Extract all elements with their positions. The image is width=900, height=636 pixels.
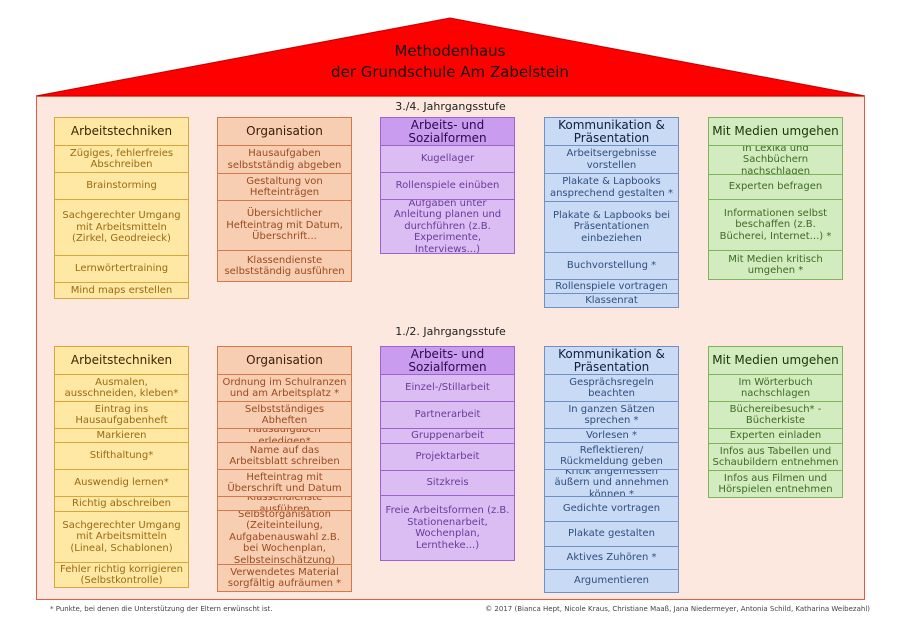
column-organisation-34: Organisation Hausaufgaben selbstständig … xyxy=(217,117,352,282)
method-item: Aktives Zuhören * xyxy=(544,546,679,570)
method-item: Stifthaltung* xyxy=(54,442,189,470)
column-header: Mit Medien umgehen xyxy=(708,117,843,146)
method-item: Informationen selbst beschaffen (z.B. Bü… xyxy=(708,199,843,251)
column-header: Kommunikation & Präsentation xyxy=(544,346,679,375)
column-kommunikation-34: Kommunikation & Präsentation Arbeitserge… xyxy=(544,117,679,308)
level-label-12: 1./2. Jahrgangsstufe xyxy=(395,325,506,338)
column-header: Organisation xyxy=(217,346,352,375)
column-header: Mit Medien umgehen xyxy=(708,346,843,375)
method-item: Verwendetes Material sorgfältig aufräume… xyxy=(217,564,352,592)
level-label-34: 3./4. Jahrgangsstufe xyxy=(395,100,506,113)
method-item: Mit Medien kritisch umgehen * xyxy=(708,250,843,280)
column-header: Arbeitstechniken xyxy=(54,346,189,375)
method-item: Name auf das Arbeitsblatt schreiben xyxy=(217,442,352,470)
method-item: Gedichte vortragen xyxy=(544,496,679,522)
method-item: Gesprächsregeln beachten xyxy=(544,374,679,402)
house-title-line2: der Grundschule Am Zabelstein xyxy=(331,63,569,81)
method-item: Projektarbeit xyxy=(380,443,515,471)
column-arbeits-sozialformen-34: Arbeits- und Sozialformen Kugellager Rol… xyxy=(380,117,515,254)
method-item: Einzel-/Stillarbeit xyxy=(380,374,515,402)
column-arbeits-sozialformen-12: Arbeits- und Sozialformen Einzel-/Stilla… xyxy=(380,346,515,561)
house-title-line1: Methodenhaus xyxy=(394,42,506,60)
method-item: Kritik angemessen äußern und annehmen kö… xyxy=(544,469,679,497)
method-item: Büchereibesuch* - Bücherkiste xyxy=(708,401,843,429)
method-item: Klassenrat xyxy=(544,293,679,308)
method-item: In ganzen Sätzen sprechen * xyxy=(544,401,679,429)
method-item: Infos aus Filmen und Hörspielen entnehme… xyxy=(708,470,843,498)
method-item: Lernwörtertraining xyxy=(54,255,189,283)
method-item: Ordnung im Schulranzen und am Arbeitspla… xyxy=(217,374,352,402)
footer-credits: © 2017 (Bianca Hept, Nicole Kraus, Chris… xyxy=(485,605,870,613)
column-header: Organisation xyxy=(217,117,352,146)
column-header: Arbeits- und Sozialformen xyxy=(380,117,515,146)
column-header: Arbeitstechniken xyxy=(54,117,189,146)
column-medien-34: Mit Medien umgehen In Lexika und Sachbüc… xyxy=(708,117,843,280)
method-item: Übersichtlicher Hefteintrag mit Datum, Ü… xyxy=(217,200,352,251)
method-item: Partnerarbeit xyxy=(380,401,515,429)
method-item: Kugellager xyxy=(380,145,515,173)
method-item: Im Wörterbuch nachschlagen xyxy=(708,374,843,402)
method-item: Ausmalen, ausschneiden, kleben* xyxy=(54,374,189,402)
column-medien-12: Mit Medien umgehen Im Wörterbuch nachsch… xyxy=(708,346,843,498)
column-organisation-12: Organisation Ordnung im Schulranzen und … xyxy=(217,346,352,592)
method-item: Hausaufgaben selbstständig abgeben xyxy=(217,145,352,174)
footer-note: * Punkte, bei denen die Unterstützung de… xyxy=(50,605,273,613)
column-header: Kommunikation & Präsentation xyxy=(544,117,679,146)
method-item: Sachgerechter Umgang mit Arbeitsmitteln … xyxy=(54,199,189,256)
method-item: Gestaltung von Hefteinträgen xyxy=(217,173,352,201)
method-item: Selbstorganisation (Zeiteinteilung, Aufg… xyxy=(217,510,352,565)
method-item: In Lexika und Sachbüchern nachschlagen xyxy=(708,145,843,175)
method-item: Experten einladen xyxy=(708,428,843,444)
method-item: Vorlesen * xyxy=(544,428,679,443)
method-item: Zügiges, fehlerfreies Abschreiben xyxy=(54,145,189,173)
method-item: Plakate gestalten xyxy=(544,521,679,547)
method-item: Hausaufgaben erledigen* xyxy=(217,428,352,443)
method-item: Buchvorstellung * xyxy=(544,252,679,280)
method-item: Markieren xyxy=(54,428,189,443)
method-item: Argumentieren xyxy=(544,569,679,593)
method-item: Arbeitsergebnisse vorstellen xyxy=(544,145,679,174)
method-item: Freie Arbeitsformen (z.B. Stationenarbei… xyxy=(380,495,515,561)
column-arbeitstechniken-12: Arbeitstechniken Ausmalen, ausschneiden,… xyxy=(54,346,189,588)
column-header: Arbeits- und Sozialformen xyxy=(380,346,515,375)
method-item: Hefteintrag mit Überschrift und Datum xyxy=(217,469,352,497)
method-item: Sitzkreis xyxy=(380,470,515,496)
method-item: Infos aus Tabellen und Schaubildern entn… xyxy=(708,443,843,471)
method-item: Auswendig lernen* xyxy=(54,469,189,497)
method-item: Reflektieren/ Rückmeldung geben xyxy=(544,442,679,470)
method-item: Brainstorming xyxy=(54,172,189,200)
method-item: Gruppenarbeit xyxy=(380,428,515,444)
method-item: Plakate & Lapbooks bei Präsentationen ei… xyxy=(544,201,679,253)
method-item: Sachgerechter Umgang mit Arbeitsmitteln … xyxy=(54,511,189,563)
method-item: Rollenspiele einüben xyxy=(380,172,515,200)
method-item: Aufgaben unter Anleitung planen und durc… xyxy=(380,199,515,254)
column-kommunikation-12: Kommunikation & Präsentation Gesprächsre… xyxy=(544,346,679,593)
method-item: Fehler richtig korrigieren (Selbstkontro… xyxy=(54,562,189,588)
method-item: Plakate & Lapbooks ansprechend gestalten… xyxy=(544,173,679,202)
method-item: Rollenspiele vortragen xyxy=(544,279,679,294)
method-item: Richtig abschreiben xyxy=(54,496,189,512)
method-item: Klassendienste ausführen xyxy=(217,496,352,511)
column-arbeitstechniken-34: Arbeitstechniken Zügiges, fehlerfreies A… xyxy=(54,117,189,299)
method-item: Klassendienste selbstständig ausführen xyxy=(217,250,352,282)
method-item: Mind maps erstellen xyxy=(54,282,189,299)
method-item: Selbstständiges Abheften xyxy=(217,401,352,429)
method-item: Experten befragen xyxy=(708,174,843,200)
method-item: Eintrag ins Hausaufgabenheft xyxy=(54,401,189,429)
